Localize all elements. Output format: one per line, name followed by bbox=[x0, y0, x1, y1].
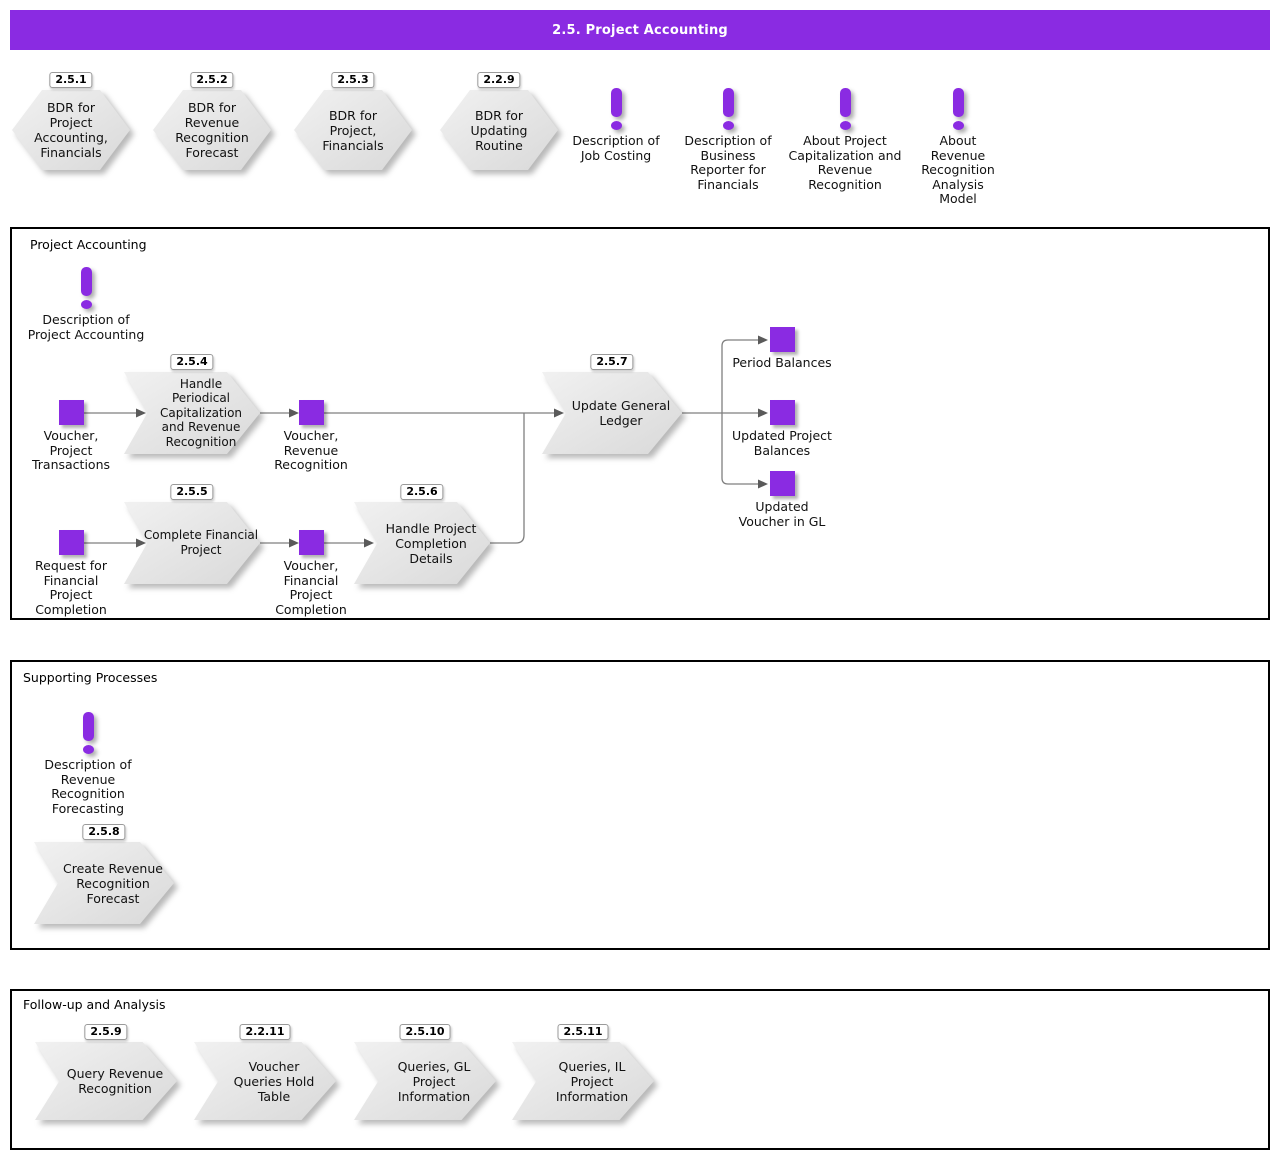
chevron-shape-icon bbox=[35, 1042, 177, 1120]
chevron-shape-icon bbox=[124, 372, 260, 454]
document-icon bbox=[769, 471, 795, 496]
section-supporting-processes: Supporting Processes Description of Reve… bbox=[10, 660, 1270, 950]
chevron-shape-icon bbox=[34, 842, 174, 924]
hex-bdr-revenue-recognition-forecast[interactable]: 2.5.2 BDR for Revenue Recognition Foreca… bbox=[153, 72, 271, 170]
chevron-shape-icon bbox=[354, 502, 490, 584]
section-followup-analysis: Follow-up and Analysis 2.5.9 Query Reven… bbox=[10, 989, 1270, 1150]
chevron-shape-icon bbox=[542, 372, 682, 454]
process-number-badge: 2.5.9 bbox=[84, 1024, 128, 1040]
process-number-badge: 2.5.10 bbox=[399, 1024, 451, 1040]
hexagon-shape-icon bbox=[153, 90, 271, 170]
info-description-project-accounting[interactable]: Description of Project Accounting bbox=[21, 267, 151, 342]
process-update-general-ledger[interactable]: 2.5.7 Update General Ledger bbox=[542, 354, 682, 454]
doc-updated-project-balances[interactable]: Updated Project Balances bbox=[727, 400, 837, 458]
process-number-badge: 2.5.7 bbox=[590, 354, 634, 370]
hexagon-shape-icon bbox=[12, 90, 130, 170]
section-title: Supporting Processes bbox=[23, 670, 158, 685]
exclamation-icon bbox=[80, 267, 93, 309]
chevron-shape-icon bbox=[512, 1042, 654, 1120]
process-handle-periodical-capitalization[interactable]: 2.5.4 Handle Periodical Capitalization a… bbox=[124, 354, 260, 454]
process-number-badge: 2.5.2 bbox=[190, 72, 234, 88]
process-query-revenue-recognition[interactable]: 2.5.9 Query Revenue Recognition bbox=[35, 1024, 177, 1120]
process-number-badge: 2.5.11 bbox=[557, 1024, 609, 1040]
info-label: About Project Capitalization and Revenue… bbox=[788, 133, 902, 192]
doc-label: Updated Project Balances bbox=[732, 428, 832, 458]
process-label: Queries, IL Project Information bbox=[555, 1058, 629, 1104]
process-label: Update General Ledger bbox=[571, 398, 671, 428]
hex-label: BDR for Updating Routine bbox=[470, 107, 528, 153]
info-label: About Revenue Recognition Analysis Model bbox=[921, 133, 995, 206]
doc-label: Voucher, Project Transactions bbox=[31, 428, 111, 472]
doc-label: Updated Voucher in GL bbox=[738, 499, 826, 529]
info-label: Description of Project Accounting bbox=[27, 312, 145, 342]
section-project-accounting: Project Accounting Description of Projec… bbox=[10, 227, 1270, 620]
doc-label: Voucher, Revenue Recognition bbox=[274, 428, 348, 472]
info-description-revenue-recognition-forecasting[interactable]: Description of Revenue Recognition Forec… bbox=[28, 712, 148, 816]
info-label: Description of Business Reporter for Fin… bbox=[684, 133, 772, 192]
hexagon-shape-icon bbox=[440, 90, 558, 170]
info-about-project-capitalization[interactable]: About Project Capitalization and Revenue… bbox=[785, 88, 905, 192]
hex-bdr-project-accounting-financials[interactable]: 2.5.1 BDR for Project Accounting, Financ… bbox=[12, 72, 130, 170]
process-queries-gl-project-information[interactable]: 2.5.10 Queries, GL Project Information bbox=[354, 1024, 496, 1120]
doc-voucher-financial-project-completion[interactable]: Voucher, Financial Project Completion bbox=[266, 530, 356, 617]
hex-label: BDR for Revenue Recognition Forecast bbox=[175, 100, 249, 160]
exclamation-icon bbox=[610, 88, 623, 130]
process-label: Complete Financial Project bbox=[143, 528, 259, 557]
doc-voucher-project-transactions[interactable]: Voucher, Project Transactions bbox=[26, 400, 116, 473]
process-label: Voucher Queries Hold Table bbox=[233, 1058, 315, 1104]
hex-bdr-project-financials[interactable]: 2.5.3 BDR for Project, Financials bbox=[294, 72, 412, 170]
process-number-badge: 2.5.5 bbox=[170, 484, 214, 500]
doc-request-financial-project-completion[interactable]: Request for Financial Project Completion bbox=[26, 530, 116, 617]
section-title: Follow-up and Analysis bbox=[23, 997, 166, 1012]
process-label: Handle Project Completion Details bbox=[385, 520, 477, 566]
process-label: Queries, GL Project Information bbox=[397, 1058, 471, 1104]
process-handle-project-completion-details[interactable]: 2.5.6 Handle Project Completion Details bbox=[354, 484, 490, 584]
process-number-badge: 2.5.8 bbox=[82, 824, 126, 840]
exclamation-icon bbox=[82, 712, 95, 754]
info-description-job-costing[interactable]: Description of Job Costing bbox=[561, 88, 671, 163]
process-number-badge: 2.2.11 bbox=[239, 1024, 291, 1040]
chevron-shape-icon bbox=[354, 1042, 496, 1120]
process-number-badge: 2.2.9 bbox=[477, 72, 521, 88]
doc-label: Voucher, Financial Project Completion bbox=[275, 558, 347, 617]
title-banner: 2.5. Project Accounting bbox=[10, 10, 1270, 50]
process-label: Handle Periodical Capitalization and Rev… bbox=[159, 376, 243, 449]
process-complete-financial-project[interactable]: 2.5.5 Complete Financial Project bbox=[124, 484, 260, 584]
hexagon-shape-icon bbox=[294, 90, 412, 170]
chevron-shape-icon bbox=[124, 502, 260, 584]
info-label: Description of Job Costing bbox=[572, 133, 660, 163]
doc-updated-voucher-in-gl[interactable]: Updated Voucher in GL bbox=[732, 471, 832, 529]
process-number-badge: 2.5.4 bbox=[170, 354, 214, 370]
hex-bdr-updating-routine[interactable]: 2.2.9 BDR for Updating Routine bbox=[440, 72, 558, 170]
exclamation-icon bbox=[952, 88, 965, 130]
process-queries-il-project-information[interactable]: 2.5.11 Queries, IL Project Information bbox=[512, 1024, 654, 1120]
document-icon bbox=[58, 530, 84, 555]
doc-voucher-revenue-recognition[interactable]: Voucher, Revenue Recognition bbox=[266, 400, 356, 473]
process-create-revenue-recognition-forecast[interactable]: 2.5.8 Create Revenue Recognition Forecas… bbox=[34, 824, 174, 924]
process-number-badge: 2.5.6 bbox=[400, 484, 444, 500]
info-description-business-reporter[interactable]: Description of Business Reporter for Fin… bbox=[678, 88, 778, 192]
chevron-shape-icon bbox=[194, 1042, 336, 1120]
process-label: Query Revenue Recognition bbox=[66, 1066, 164, 1096]
doc-label: Request for Financial Project Completion bbox=[35, 558, 107, 617]
doc-label: Period Balances bbox=[732, 355, 832, 370]
process-voucher-queries-hold-table[interactable]: 2.2.11 Voucher Queries Hold Table bbox=[194, 1024, 336, 1120]
info-label: Description of Revenue Recognition Forec… bbox=[44, 757, 132, 816]
info-about-revenue-recognition-model[interactable]: About Revenue Recognition Analysis Model bbox=[918, 88, 998, 207]
document-icon bbox=[769, 327, 795, 352]
process-label: Create Revenue Recognition Forecast bbox=[63, 860, 163, 906]
exclamation-icon bbox=[839, 88, 852, 130]
hex-label: BDR for Project Accounting, Financials bbox=[34, 100, 108, 160]
hex-label: BDR for Project, Financials bbox=[322, 107, 384, 153]
doc-period-balances[interactable]: Period Balances bbox=[727, 327, 837, 371]
section-title: Project Accounting bbox=[30, 237, 147, 252]
document-icon bbox=[298, 400, 324, 425]
document-icon bbox=[769, 400, 795, 425]
document-icon bbox=[298, 530, 324, 555]
exclamation-icon bbox=[722, 88, 735, 130]
document-icon bbox=[58, 400, 84, 425]
process-number-badge: 2.5.3 bbox=[331, 72, 375, 88]
process-number-badge: 2.5.1 bbox=[49, 72, 93, 88]
page-title: 2.5. Project Accounting bbox=[552, 22, 728, 38]
